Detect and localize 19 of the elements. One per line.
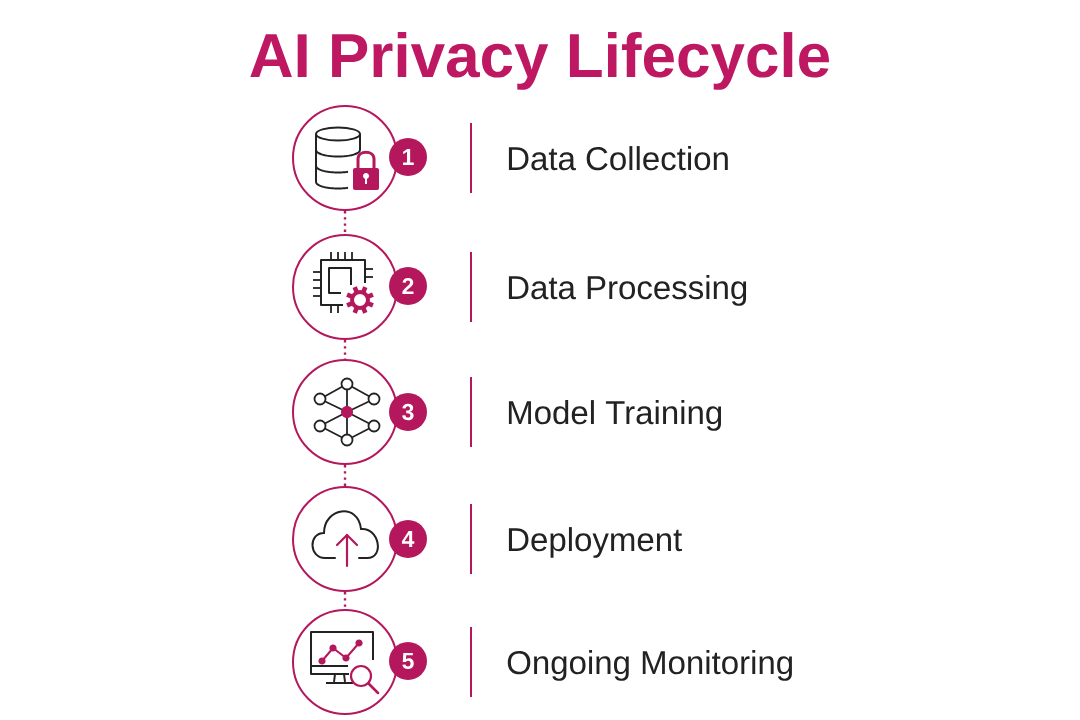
dotted-connector bbox=[343, 592, 347, 609]
step-circle bbox=[292, 359, 398, 465]
number-badge: 3 bbox=[389, 393, 427, 431]
dotted-connector bbox=[343, 211, 347, 234]
number-badge: 2 bbox=[389, 267, 427, 305]
number-badge: 4 bbox=[389, 520, 427, 558]
step-title: Ongoing Monitoring bbox=[507, 650, 792, 681]
step-title: Data Processing bbox=[508, 275, 747, 306]
title: AI Privacy Lifecycle bbox=[250, 32, 829, 90]
step-circle bbox=[292, 609, 398, 715]
step-title: Deployment bbox=[508, 527, 682, 558]
number-badge: 5 bbox=[389, 642, 427, 680]
number-badge: 1 bbox=[389, 138, 427, 176]
step-title: Data Collection bbox=[508, 146, 728, 171]
step-circle bbox=[292, 486, 398, 592]
step-circle bbox=[292, 105, 398, 211]
step-circle bbox=[292, 234, 398, 340]
dotted-connector bbox=[343, 465, 347, 486]
step-title: Model Training bbox=[508, 400, 722, 431]
